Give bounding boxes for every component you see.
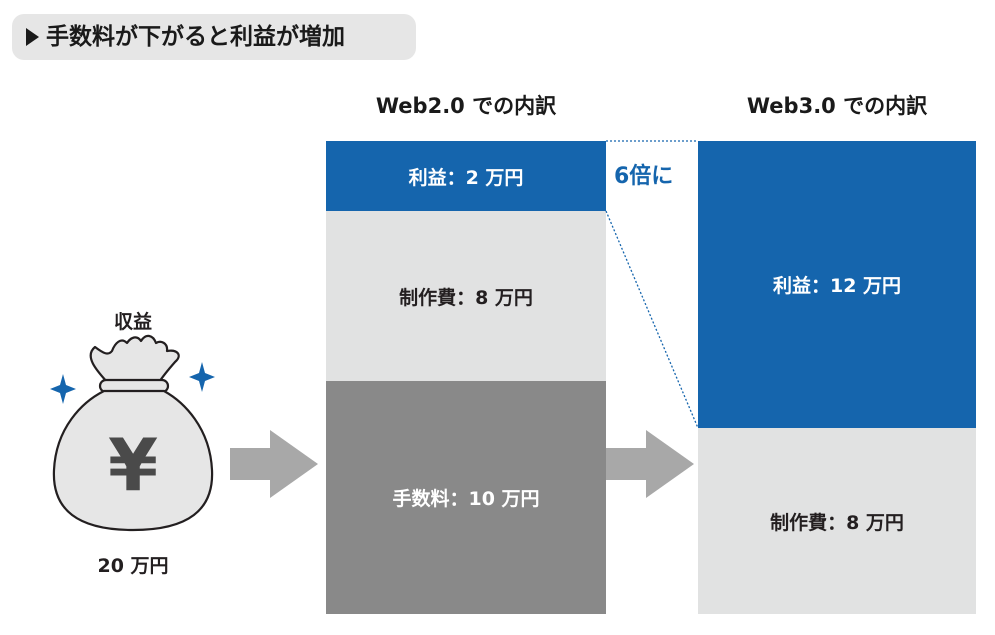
web2-production-segment: 制作費：8 万円 (326, 211, 606, 381)
web3-heading: Web3.0 での内訳 (746, 94, 928, 118)
web3-profit-segment: 利益：12 万円 (698, 141, 976, 428)
comparison-connector (605, 140, 699, 429)
web2-profit-segment: 利益：2 万円 (326, 141, 606, 211)
right-arrow-icon (606, 430, 694, 498)
money-bag-icon (52, 334, 214, 532)
sparkle-icon (189, 362, 215, 392)
yen-icon: ¥ (108, 423, 158, 507)
web2-heading: Web2.0 での内訳 (375, 94, 557, 118)
web3-production-segment: 制作費：8 万円 (698, 428, 976, 614)
right-arrow-icon (230, 430, 318, 498)
revenue-amount: 20 万円 (97, 555, 169, 577)
multiplier-callout: 6倍に (614, 164, 674, 189)
title-banner (12, 14, 416, 60)
sparkle-icon (50, 374, 76, 404)
triangle-bullet-icon (26, 28, 39, 46)
revenue-label: 収益 (113, 311, 152, 333)
page-title: 手数料が下がると利益が増加 (46, 24, 345, 50)
web2-fee-segment: 手数料：10 万円 (326, 381, 606, 614)
